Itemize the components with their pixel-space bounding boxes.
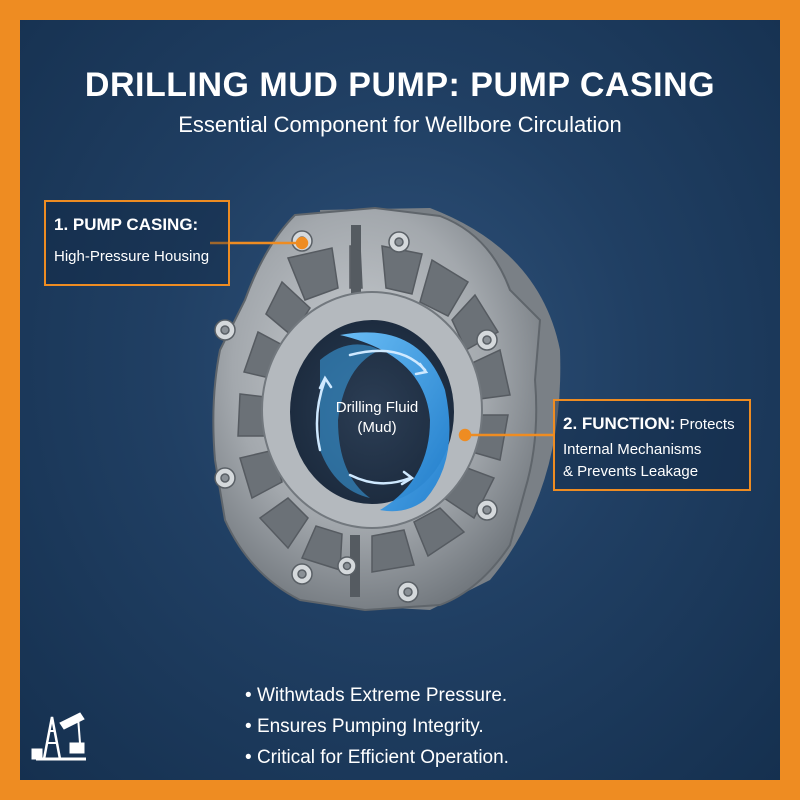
infographic-panel: Drilling Fluid (Mud) DRILLING MUD PUMP: … <box>20 20 780 780</box>
benefit-list: Withwtads Extreme Pressure. Ensures Pump… <box>245 680 509 773</box>
callout-function-line3: & Prevents Leakage <box>563 463 699 480</box>
drilling-fluid-inner <box>320 344 380 498</box>
list-item: Ensures Pumping Integrity. <box>245 711 509 742</box>
list-item: Withwtads Extreme Pressure. <box>245 680 509 711</box>
casing-top-slot <box>351 225 361 295</box>
page-title: DRILLING MUD PUMP: PUMP CASING <box>84 66 716 104</box>
page-subtitle: Essential Component for Wellbore Circula… <box>178 112 622 137</box>
callout-function-heading-line: 2. FUNCTION: Protects <box>563 414 735 434</box>
list-item: Critical for Efficient Operation. <box>245 742 509 773</box>
callout-function-heading-rest: Protects <box>675 416 735 433</box>
callout-function-heading: 2. FUNCTION: <box>563 414 676 433</box>
callout-function: 2. FUNCTION: Protects Internal Mechanism… <box>553 399 751 491</box>
callout-casing-body: High-Pressure Housing <box>54 248 210 265</box>
drilling-fluid-flow <box>340 332 450 512</box>
callout-leader-lines <box>210 236 553 442</box>
oil-rig-icon <box>31 712 86 761</box>
center-label-line2: (Mud) <box>357 419 396 436</box>
callout-pump-casing: 1. PUMP CASING: High-Pressure Housing <box>44 200 230 286</box>
center-label-line1: Drilling Fluid <box>336 399 419 416</box>
callout-function-line2: Internal Mechanisms <box>563 441 702 458</box>
flow-arrow-icon <box>315 349 429 486</box>
bolt-icon <box>214 230 498 603</box>
callout-casing-heading: 1. PUMP CASING: <box>54 215 199 234</box>
pump-casing-diagram: Drilling Fluid (Mud) <box>210 206 561 612</box>
